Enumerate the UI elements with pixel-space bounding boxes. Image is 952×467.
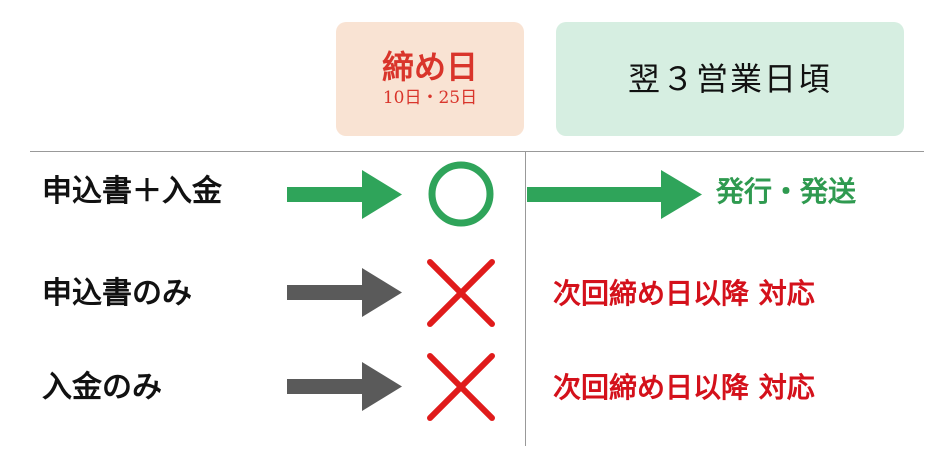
deadline-dates: 10日・25日: [382, 88, 478, 109]
arrow-icon: [287, 362, 402, 411]
result-next-deadline: 次回締め日以降 対応: [553, 277, 815, 310]
cross-ng-icon: [427, 259, 495, 327]
result-next-deadline: 次回締め日以降 対応: [553, 371, 815, 404]
arrow-icon: [287, 268, 402, 317]
cross-ng-icon: [427, 353, 495, 421]
row-label-application-only: 申込書のみ: [42, 276, 192, 311]
arrow-icon: [287, 170, 402, 219]
row-label-payment-only: 入金のみ: [42, 370, 162, 405]
row-label-application-and-payment: 申込書＋入金: [42, 174, 222, 209]
shipping-title: 翌３営業日頃: [627, 59, 832, 98]
deadline-title: 締め日: [381, 48, 478, 87]
circle-ok-icon: [428, 161, 494, 227]
horizontal-divider: [30, 151, 924, 152]
result-issue-and-ship: 発行・発送: [716, 175, 857, 208]
vertical-divider: [525, 151, 526, 446]
deadline-header-box: 締め日 10日・25日: [336, 22, 524, 136]
shipping-header-box: 翌３営業日頃: [556, 22, 904, 136]
arrow-icon: [527, 170, 702, 219]
